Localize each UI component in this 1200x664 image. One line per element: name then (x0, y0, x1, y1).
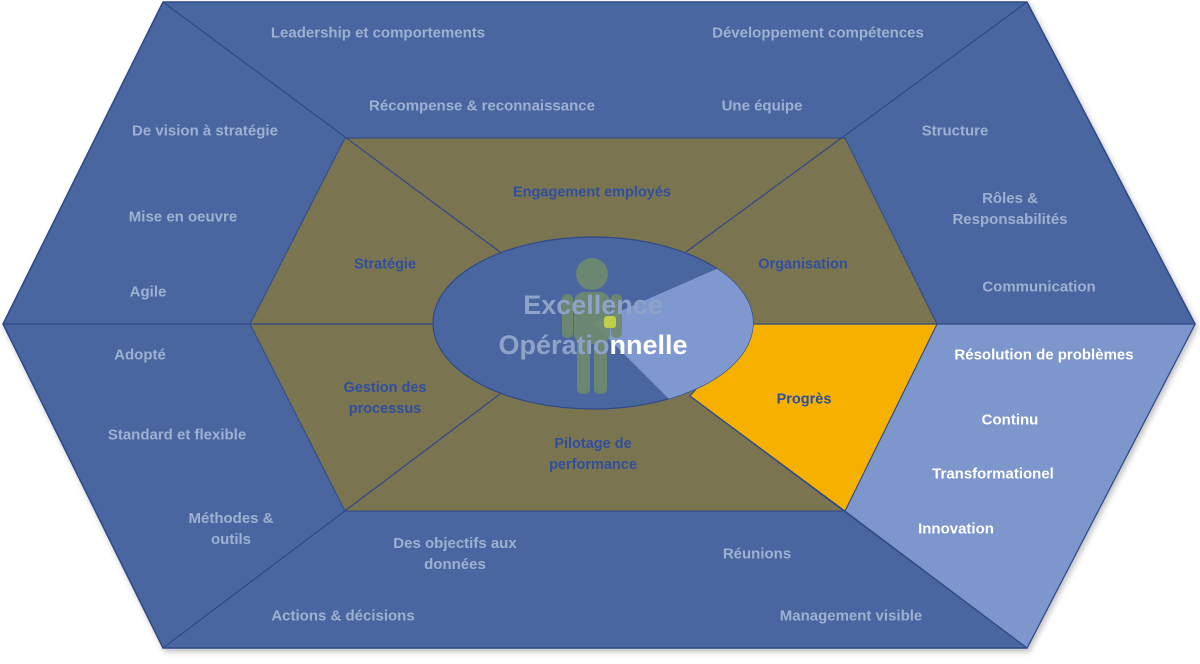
outer-label-roles-line1: Rôles & (982, 190, 1038, 207)
outer-label-adopte: Adopté (114, 346, 166, 364)
outer-label-innovation: Innovation (918, 520, 994, 538)
center-title-line2-strong: nnelle (609, 330, 688, 360)
outer-label-methodes: Méthodes & outils (188, 508, 273, 550)
center-title-line2: Opérationnelle (498, 329, 687, 361)
person-icon (562, 258, 622, 394)
outer-label-reunions: Réunions (722, 545, 792, 563)
outer-label-leadership: Leadership et comportements (270, 24, 486, 42)
outer-label-methodes-line2: outils (210, 531, 251, 548)
outer-label-objectifs: Des objectifs aux données (393, 533, 516, 575)
outer-label-continu: Continu (981, 411, 1039, 429)
outer-label-roles: Rôles & Responsabilités (952, 188, 1067, 230)
outer-label-structure: Structure (921, 122, 989, 140)
outer-label-communication: Communication (982, 278, 1096, 296)
outer-label-equipe: Une équipe (721, 97, 803, 115)
outer-label-objectifs-line1: Des objectifs aux (393, 535, 517, 552)
center-title-line1: Excellence (523, 290, 663, 320)
outer-label-mise-en-oeuvre: Mise en oeuvre (128, 208, 238, 226)
outer-label-recompense: Récompense & reconnaissance (369, 97, 595, 115)
inner-label-strategie: Stratégie (353, 256, 417, 273)
inner-label-pilotage-line1: Pilotage de (554, 436, 632, 452)
outer-label-objectifs-line2: données (424, 556, 486, 573)
outer-label-developpement: Développement compétences (712, 24, 924, 42)
inner-label-gestion-line2: processus (348, 401, 422, 417)
segment-dividers (3, 1, 1195, 649)
inner-label-engagement: Engagement employés (513, 184, 671, 201)
inner-label-pilotage: Pilotage de performance (549, 434, 637, 476)
outer-label-roles-line2: Responsabilités (952, 211, 1068, 228)
outer-label-vision: De vision à stratégie (132, 122, 278, 140)
outer-label-agile: Agile (129, 283, 167, 301)
outer-label-resolution: Résolution de problèmes (954, 346, 1134, 364)
outer-label-standard: Standard et flexible (107, 426, 247, 444)
outer-label-management: Management visible (779, 607, 923, 625)
inner-label-gestion-line1: Gestion des (343, 380, 427, 396)
inner-label-organisation: Organisation (758, 256, 848, 273)
outer-label-methodes-line1: Méthodes & (188, 510, 274, 527)
outer-label-transformationel: Transformationel (932, 465, 1054, 483)
center-title-line2-faded: Opératio (498, 330, 610, 360)
inner-label-progres: Progrès (776, 391, 832, 408)
outer-label-actions: Actions & décisions (271, 607, 415, 625)
inner-label-pilotage-line2: performance (549, 457, 637, 473)
inner-label-gestion: Gestion des processus (344, 378, 427, 420)
